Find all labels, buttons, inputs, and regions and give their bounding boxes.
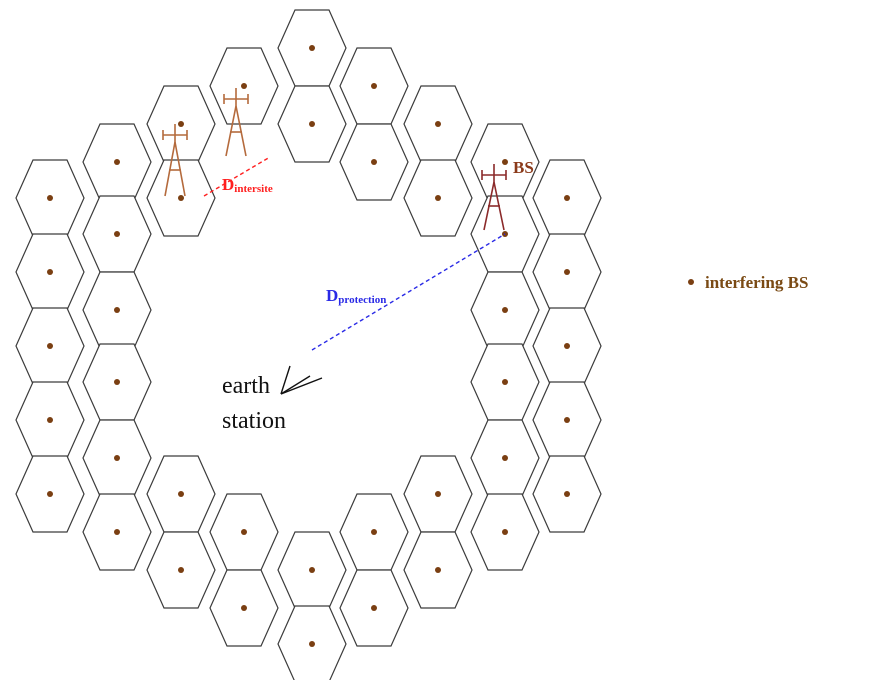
bs-dot: [564, 491, 570, 497]
bs-dot: [371, 605, 377, 611]
legend-interfering-bs-label: interfering BS: [705, 273, 808, 292]
antenna-tower-icon: [162, 124, 188, 197]
bs-dot: [114, 307, 120, 313]
protection-label: Dprotection: [326, 286, 386, 306]
bs-dot: [435, 121, 441, 127]
bs-dot: [309, 567, 315, 573]
bs-dot: [47, 269, 53, 275]
bs-dot: [241, 605, 247, 611]
bs-dot: [435, 491, 441, 497]
bs-dot: [309, 121, 315, 127]
bs-dot: [178, 491, 184, 497]
intersite-label: Dintersite: [222, 175, 273, 195]
bs-dot: [564, 195, 570, 201]
hex-ring: [15, 9, 602, 680]
bs-dot: [564, 417, 570, 423]
bs-dot: [178, 195, 184, 201]
bs-dot: [309, 45, 315, 51]
legend-bs-dot: [688, 279, 694, 285]
bs-dot: [502, 529, 508, 535]
bs-dot: [241, 529, 247, 535]
bs-dot: [47, 195, 53, 201]
antenna-tower-icon: [223, 88, 249, 157]
bs-dot: [178, 121, 184, 127]
satellite-dish-icon: [280, 365, 323, 395]
bs-dot: [564, 269, 570, 275]
bs-dot: [435, 567, 441, 573]
bs-dot: [502, 379, 508, 385]
bs-label: BS: [513, 158, 534, 177]
bs-dot: [178, 567, 184, 573]
bs-dot: [241, 83, 247, 89]
bs-dot: [47, 343, 53, 349]
intersite-distance-line: [203, 156, 271, 197]
bs-dot: [114, 379, 120, 385]
earth-station-label-line1: earth: [222, 373, 270, 399]
protection-distance-line: [311, 233, 506, 351]
bs-dot: [371, 83, 377, 89]
bs-dot: [502, 159, 508, 165]
antenna-tower-icon: [481, 164, 507, 231]
bs-dot: [502, 307, 508, 313]
bs-dot: [309, 641, 315, 647]
bs-dot: [47, 417, 53, 423]
bs-dot: [371, 529, 377, 535]
bs-dot: [114, 529, 120, 535]
bs-dot: [564, 343, 570, 349]
earth-station-label-line2: station: [222, 408, 286, 434]
bs-dot: [371, 159, 377, 165]
bs-dot: [114, 455, 120, 461]
bs-dot: [114, 159, 120, 165]
bs-dot: [114, 231, 120, 237]
bs-dot: [502, 455, 508, 461]
bs-dot: [435, 195, 441, 201]
bs-dot: [47, 491, 53, 497]
